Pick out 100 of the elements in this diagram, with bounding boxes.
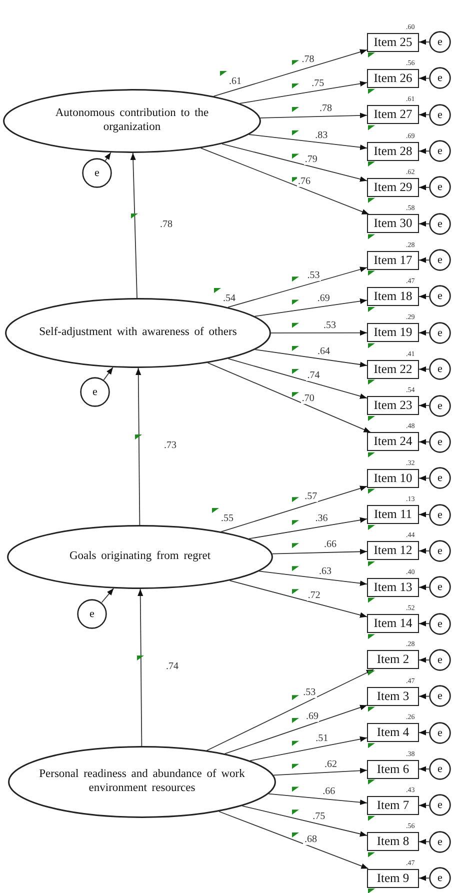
edge-label: .69 xyxy=(304,712,320,722)
item-box: Item 23 xyxy=(367,396,419,415)
error-label: e xyxy=(94,167,100,179)
path-arrow xyxy=(101,588,114,603)
path-arrow xyxy=(418,76,430,82)
error-label: e xyxy=(438,326,442,339)
path-arrow xyxy=(418,657,430,663)
error-circle xyxy=(429,249,451,272)
error-circle xyxy=(429,758,451,780)
item-box: Item 24 xyxy=(367,432,419,452)
path-arrow xyxy=(228,358,368,399)
edge-label: .64 xyxy=(316,347,331,358)
path-arrow xyxy=(273,768,368,776)
edge-label: .68 xyxy=(303,834,318,845)
path-arrow xyxy=(228,266,368,308)
error-label: e xyxy=(438,36,442,48)
path-arrow xyxy=(418,584,430,590)
error-circle xyxy=(429,722,451,744)
error-label: e xyxy=(92,386,98,398)
path-arrow xyxy=(418,730,430,736)
path-arrow xyxy=(272,548,368,554)
path-arrow xyxy=(418,548,430,554)
item-box: Item 22 xyxy=(367,360,419,379)
latent-ellipse xyxy=(8,746,276,818)
error-circle xyxy=(429,685,451,708)
latent-label: Personal readiness and abundance of work environment resources xyxy=(38,768,246,796)
error-circle xyxy=(429,648,451,671)
path-arrow xyxy=(418,257,430,263)
edge-label: .66 xyxy=(322,787,336,798)
error-circle xyxy=(429,140,451,162)
error-circle xyxy=(429,430,451,453)
error-circle xyxy=(77,599,107,629)
error-label: e xyxy=(438,72,442,84)
edge-label: .53 xyxy=(302,688,317,698)
error-circle xyxy=(429,212,451,235)
edge-label: .73 xyxy=(163,440,178,450)
path-arrow xyxy=(207,362,372,433)
item-box: Item 17 xyxy=(367,250,419,270)
error-label: e xyxy=(438,472,442,484)
edge-label: .78 xyxy=(300,55,316,66)
error-circle xyxy=(429,540,451,562)
error-label: e xyxy=(438,763,442,775)
path-arrow xyxy=(239,80,368,104)
error-label: e xyxy=(438,836,442,848)
edge-label: .75 xyxy=(310,78,326,88)
edge-label: .51 xyxy=(314,734,330,744)
path-arrow xyxy=(418,221,430,227)
path-arrow xyxy=(418,402,430,408)
item-box: Item 28 xyxy=(367,142,419,161)
error-label: e xyxy=(438,290,442,302)
edge-label: .75 xyxy=(312,812,326,822)
path-arrow xyxy=(218,811,369,870)
error-circle xyxy=(429,176,451,198)
item-box: Item 8 xyxy=(367,832,419,852)
path-arrow xyxy=(418,475,430,481)
path-arrow xyxy=(229,580,368,618)
error-label: e xyxy=(438,544,442,557)
item-box: Item 2 xyxy=(367,650,419,670)
item-box: Item 30 xyxy=(367,214,419,234)
error-label: e xyxy=(438,400,442,412)
error-label: e xyxy=(438,363,442,376)
path-arrow xyxy=(418,184,430,190)
item-box: Item 27 xyxy=(367,105,419,124)
error-label: e xyxy=(438,181,442,194)
path-arrow xyxy=(418,294,430,300)
error-circle xyxy=(80,377,110,407)
path-arrow xyxy=(224,704,368,754)
path-arrow xyxy=(254,298,368,317)
error-label: e xyxy=(438,145,442,158)
latent-label: Goals originating from regret xyxy=(68,550,212,564)
item-box: Item 10 xyxy=(367,468,419,488)
edge-label: .76 xyxy=(296,177,312,188)
error-label: e xyxy=(438,218,442,230)
path-arrow xyxy=(270,330,368,336)
r-squared-value: .55 xyxy=(220,514,234,524)
path-arrow xyxy=(242,805,368,837)
path-arrow xyxy=(268,793,368,806)
error-label: e xyxy=(438,436,442,448)
latent-ellipse xyxy=(7,525,273,589)
item-box: Item 6 xyxy=(367,760,419,778)
item-box: Item 7 xyxy=(367,796,419,815)
path-arrow xyxy=(104,152,112,162)
edge-label: .53 xyxy=(306,270,321,281)
edge-label: .36 xyxy=(314,514,329,524)
path-arrow xyxy=(418,439,430,445)
error-label: e xyxy=(438,108,442,121)
error-label: e xyxy=(438,872,442,884)
error-label: e xyxy=(438,254,442,266)
path-arrow xyxy=(418,766,430,772)
edge-label: .69 xyxy=(316,294,331,304)
item-box: Item 13 xyxy=(367,578,419,597)
path-arrow xyxy=(254,349,368,368)
path-arrow xyxy=(213,49,368,97)
edge-label: .79 xyxy=(304,154,318,165)
path-arrow xyxy=(418,512,430,518)
error-circle xyxy=(429,285,451,308)
r-squared-value: .61 xyxy=(228,77,242,87)
item-box: Item 19 xyxy=(367,323,419,342)
path-arrow xyxy=(206,669,374,751)
edge-label: .63 xyxy=(318,567,332,578)
